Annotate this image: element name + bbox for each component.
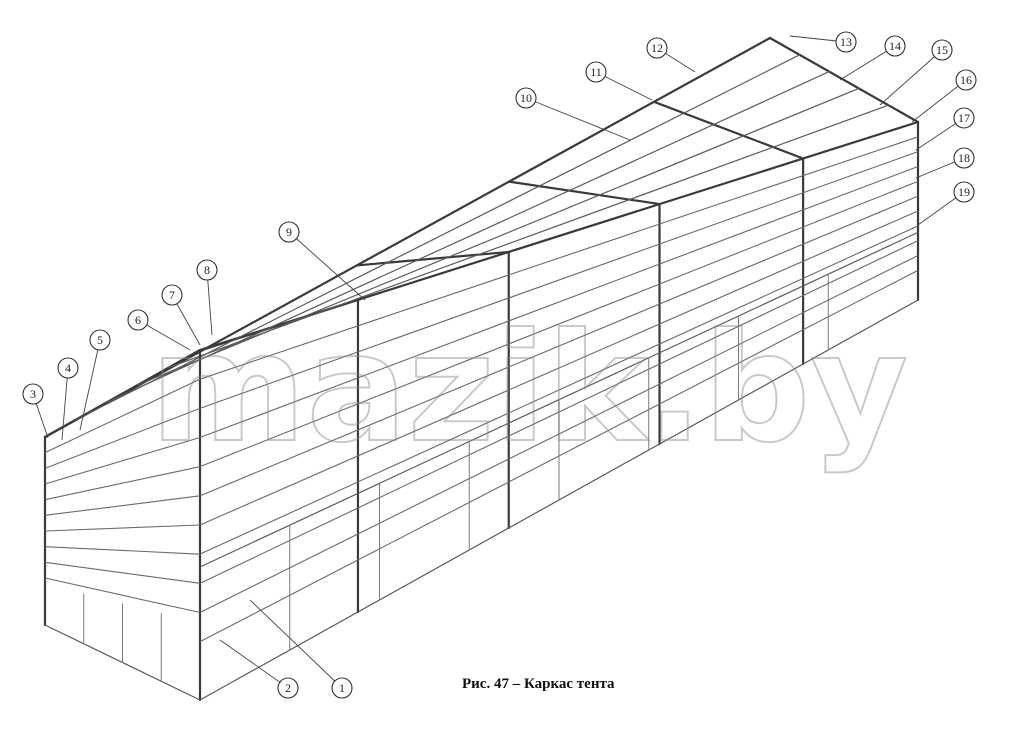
front-slat-1 <box>44 378 201 454</box>
callout-1: 1 <box>249 599 353 699</box>
callout-circle <box>953 107 975 129</box>
callout-5: 5 <box>79 329 111 431</box>
callout-number: 19 <box>958 185 970 199</box>
side-slat-5 <box>199 195 919 497</box>
side-slat-4 <box>199 180 919 468</box>
callout-circle <box>57 357 79 379</box>
leader-line <box>249 599 343 689</box>
callout-12: 12 <box>646 37 696 73</box>
callout-15: 15 <box>879 39 953 106</box>
leader-line <box>911 79 967 123</box>
callout-8: 8 <box>196 259 218 336</box>
left-top-rail <box>43 36 772 439</box>
front-slat-3 <box>44 436 201 485</box>
callout-circle <box>646 37 668 59</box>
callout-number: 5 <box>97 333 103 347</box>
callout-number: 17 <box>958 111 970 125</box>
roof-bow-4 <box>652 100 805 160</box>
callout-6: 6 <box>127 309 191 351</box>
leader-line <box>79 339 101 431</box>
callout-number: 18 <box>958 151 970 165</box>
roof-bow-3 <box>507 180 661 206</box>
callout-number: 15 <box>936 43 948 57</box>
leader-line <box>219 639 289 689</box>
front-slat-5 <box>44 495 201 516</box>
callout-number: 6 <box>135 313 141 327</box>
leader-line <box>525 97 631 141</box>
figure-caption: Рис. 47 – Каркас тента <box>462 676 615 692</box>
callout-11: 11 <box>585 61 653 101</box>
callout-2: 2 <box>219 639 299 699</box>
callout-circle <box>127 309 149 331</box>
callout-number: 16 <box>960 73 972 87</box>
roof-slat-4 <box>168 104 890 368</box>
leader-line <box>61 367 69 441</box>
callout-circle <box>89 329 111 351</box>
callout-14: 14 <box>839 35 906 81</box>
side-slat-3 <box>199 165 919 439</box>
callout-circle <box>278 221 300 243</box>
callout-number: 10 <box>520 91 532 105</box>
front-slat-7 <box>44 546 201 555</box>
callout-circle <box>884 35 906 57</box>
callout-circle <box>955 69 977 91</box>
callout-circle <box>953 147 975 169</box>
callout-circle <box>953 181 975 203</box>
callout-number: 8 <box>204 263 210 277</box>
rear-top-bow <box>768 36 920 124</box>
side-slat-1 <box>199 136 919 380</box>
front-slat-8 <box>44 561 201 584</box>
callout-circle <box>196 259 218 281</box>
callout-number: 3 <box>30 387 36 401</box>
watermark: mazik.by <box>150 302 908 476</box>
front-slat-6 <box>44 524 201 532</box>
callout-3: 3 <box>22 383 49 439</box>
callout-circle <box>22 383 44 405</box>
callout-number: 11 <box>590 65 602 79</box>
callout-number: 12 <box>651 41 663 55</box>
callout-7: 7 <box>161 284 201 346</box>
callout-number: 4 <box>65 361 71 375</box>
callout-19: 19 <box>917 181 975 226</box>
front-slat-2 <box>44 407 201 469</box>
callout-circle <box>515 87 537 109</box>
leader-line <box>206 269 213 336</box>
side-slat-7 <box>199 225 919 555</box>
roof-bow-2 <box>355 250 510 267</box>
side-slat-2 <box>199 151 919 409</box>
side-slat-6 <box>199 210 919 526</box>
front-slat-4 <box>44 466 201 501</box>
roof-slat-1 <box>75 54 801 421</box>
callout-circle <box>585 61 607 83</box>
callout-9: 9 <box>278 221 366 301</box>
callout-circle <box>835 31 857 53</box>
callout-number: 13 <box>840 35 852 49</box>
callout-circle <box>277 677 299 699</box>
callout-number: 14 <box>889 39 901 53</box>
callout-17: 17 <box>915 107 975 151</box>
leader-line <box>839 45 896 81</box>
callout-number: 9 <box>286 225 292 239</box>
roof-slat-2 <box>106 70 830 403</box>
frame-structure <box>43 36 920 702</box>
leader-line <box>879 49 943 106</box>
callout-4: 4 <box>57 357 79 441</box>
callout-number: 2 <box>285 681 291 695</box>
callout-13: 13 <box>789 31 857 53</box>
leader-line <box>288 231 366 301</box>
callout-circle <box>331 677 353 699</box>
callout-10: 10 <box>515 87 631 141</box>
callout-16: 16 <box>911 69 977 123</box>
callout-circle <box>931 39 953 61</box>
callout-number: 1 <box>339 681 345 695</box>
callout-number: 7 <box>169 288 175 302</box>
callout-circle <box>161 284 183 306</box>
front-slat-9 <box>44 577 201 614</box>
callout-18: 18 <box>915 147 975 179</box>
